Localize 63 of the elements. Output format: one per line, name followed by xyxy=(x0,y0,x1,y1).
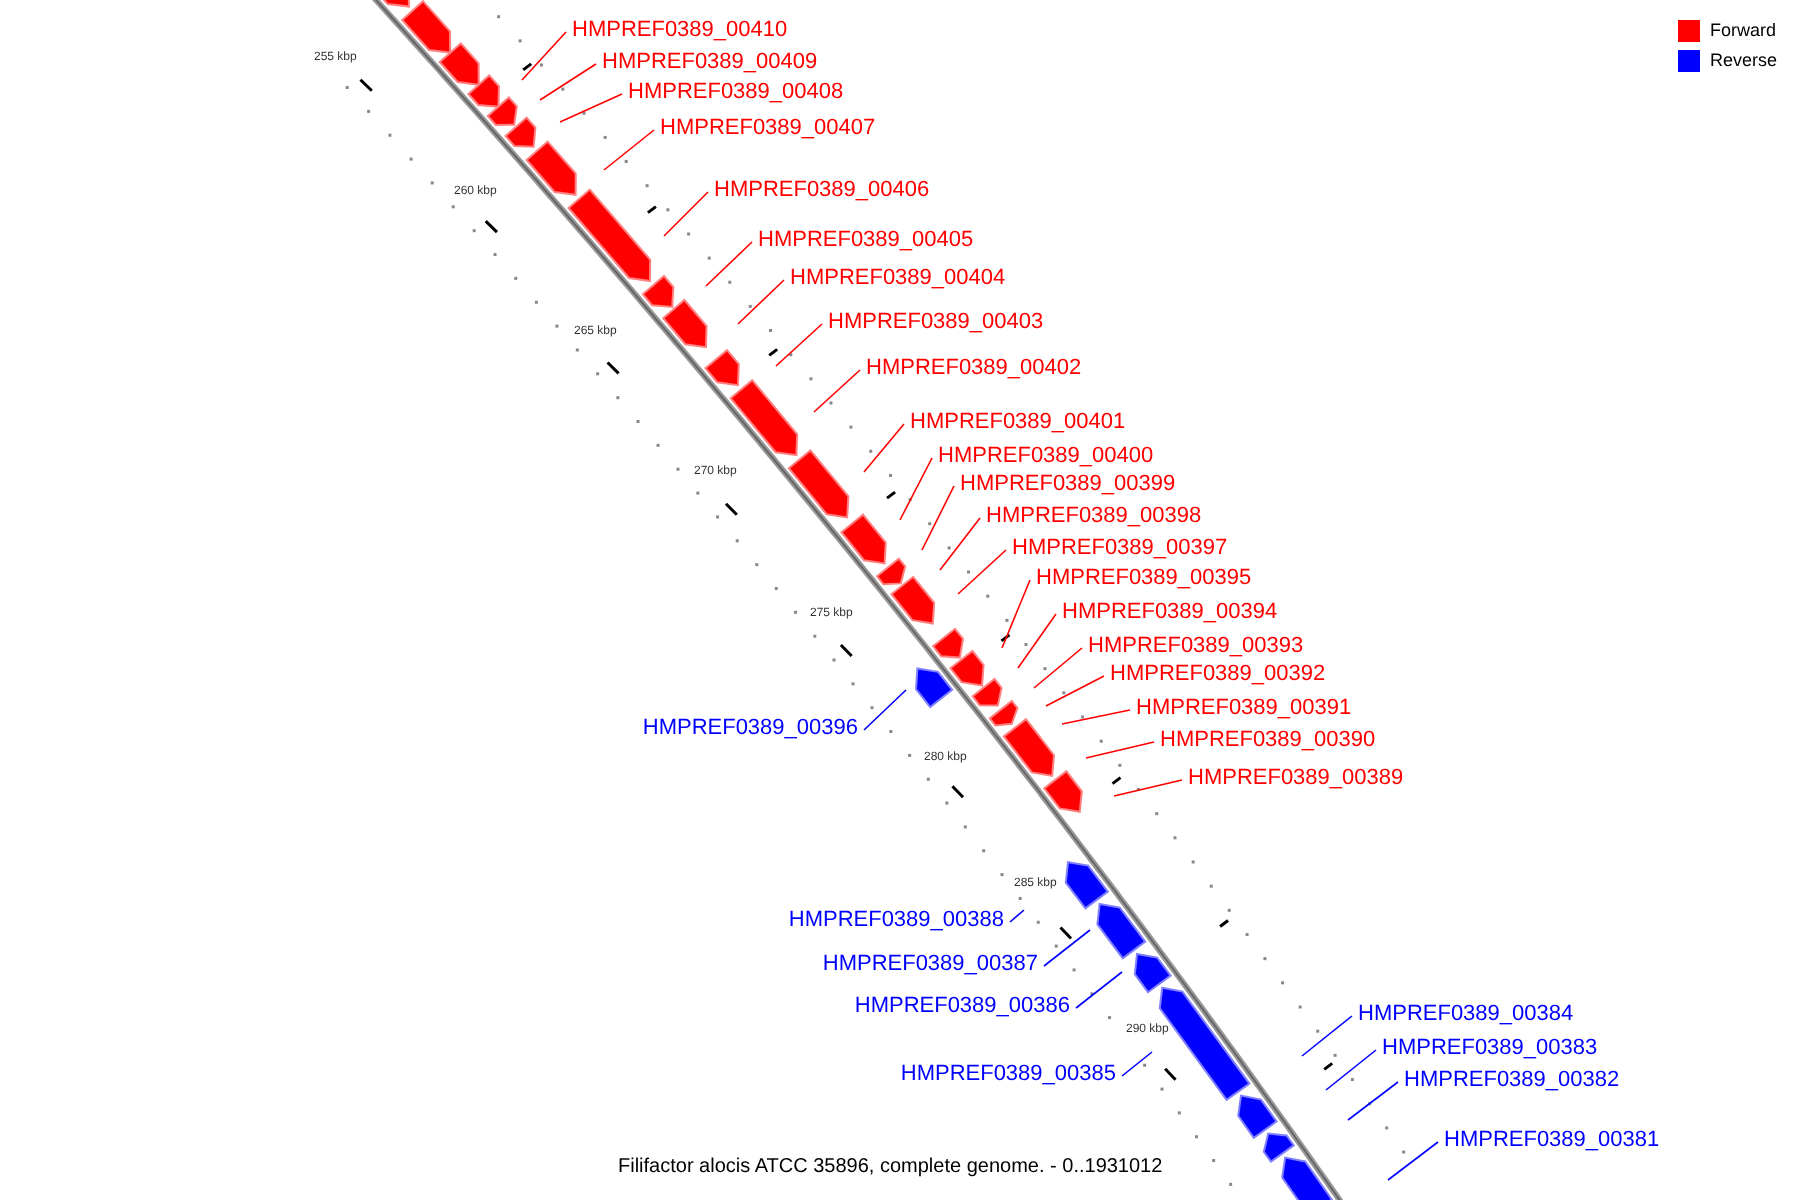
gene-label: HMPREF0389_00385 xyxy=(900,1060,1116,1088)
gene-label: HMPREF0389_00399 xyxy=(960,470,1176,498)
leader-line xyxy=(863,423,905,473)
leader-line xyxy=(1061,709,1131,725)
leader-line xyxy=(939,517,981,571)
gene-label: HMPREF0389_00400 xyxy=(938,442,1154,470)
leader-line xyxy=(1045,675,1105,707)
gene-label: HMPREF0389_00381 xyxy=(1444,1126,1660,1154)
leader-line xyxy=(775,323,823,367)
leader-line xyxy=(1075,971,1123,1009)
gene-label: HMPREF0389_00402 xyxy=(866,354,1082,382)
leader-line xyxy=(1325,1049,1377,1091)
gene-label: HMPREF0389_00391 xyxy=(1136,694,1352,722)
leader-line xyxy=(521,31,567,81)
gene-label: HMPREF0389_00394 xyxy=(1062,598,1278,626)
leader-line xyxy=(1113,779,1183,797)
leader-line xyxy=(559,93,623,123)
leader-line xyxy=(705,241,753,287)
gene-label: HMPREF0389_00392 xyxy=(1110,660,1326,688)
gene-label: HMPREF0389_00388 xyxy=(788,906,1004,934)
gene-label: HMPREF0389_00390 xyxy=(1160,726,1376,754)
leader-line xyxy=(663,191,709,237)
leader-line xyxy=(603,129,655,171)
leader-line xyxy=(1033,647,1083,689)
leader-line xyxy=(1301,1015,1353,1057)
leader-line xyxy=(1347,1081,1399,1121)
gene-label: HMPREF0389_00389 xyxy=(1188,764,1404,792)
legend-label: Forward xyxy=(1710,18,1777,42)
leader-line xyxy=(957,549,1007,595)
gene-label: HMPREF0389_00382 xyxy=(1404,1066,1620,1094)
gene-label: HMPREF0389_00396 xyxy=(642,714,858,742)
gene-label: HMPREF0389_00386 xyxy=(854,992,1070,1020)
caption: Filifactor alocis ATCC 35896, complete genome. - 0..1931012 xyxy=(618,1154,1163,1180)
gene-label: HMPREF0389_00401 xyxy=(910,408,1126,436)
leader-line xyxy=(813,369,861,413)
gene-label: HMPREF0389_00397 xyxy=(1012,534,1228,562)
leader-line xyxy=(921,485,955,551)
leader-line xyxy=(737,279,785,325)
gene-label: HMPREF0389_00404 xyxy=(790,264,1006,292)
leader-line xyxy=(1009,909,1025,923)
gene-label: HMPREF0389_00387 xyxy=(822,950,1038,978)
leader-line xyxy=(899,457,933,521)
legend-label: Reverse xyxy=(1710,48,1778,72)
leader-line xyxy=(1085,741,1155,759)
leader-line xyxy=(1043,929,1091,967)
gene-label: HMPREF0389_00393 xyxy=(1088,632,1304,660)
gene-label: HMPREF0389_00405 xyxy=(758,226,974,254)
gene-label: HMPREF0389_00398 xyxy=(986,502,1202,530)
gene-label: HMPREF0389_00384 xyxy=(1358,1000,1574,1028)
leader-line xyxy=(539,63,597,101)
leader-line xyxy=(1387,1141,1439,1181)
leader-line xyxy=(1121,1051,1153,1077)
gene-label: HMPREF0389_00403 xyxy=(828,308,1044,336)
gene-label: HMPREF0389_00383 xyxy=(1382,1034,1598,1062)
leader-line xyxy=(1001,579,1031,649)
gene-label: HMPREF0389_00406 xyxy=(714,176,930,204)
gene-label: HMPREF0389_00407 xyxy=(660,114,876,142)
gene-label: HMPREF0389_00395 xyxy=(1036,564,1252,592)
leader-line xyxy=(863,689,907,731)
leader-line xyxy=(1017,613,1057,669)
gene-label: HMPREF0389_00408 xyxy=(628,78,844,106)
gene-label: HMPREF0389_00410 xyxy=(572,16,788,44)
gene-label: HMPREF0389_00409 xyxy=(602,48,818,76)
